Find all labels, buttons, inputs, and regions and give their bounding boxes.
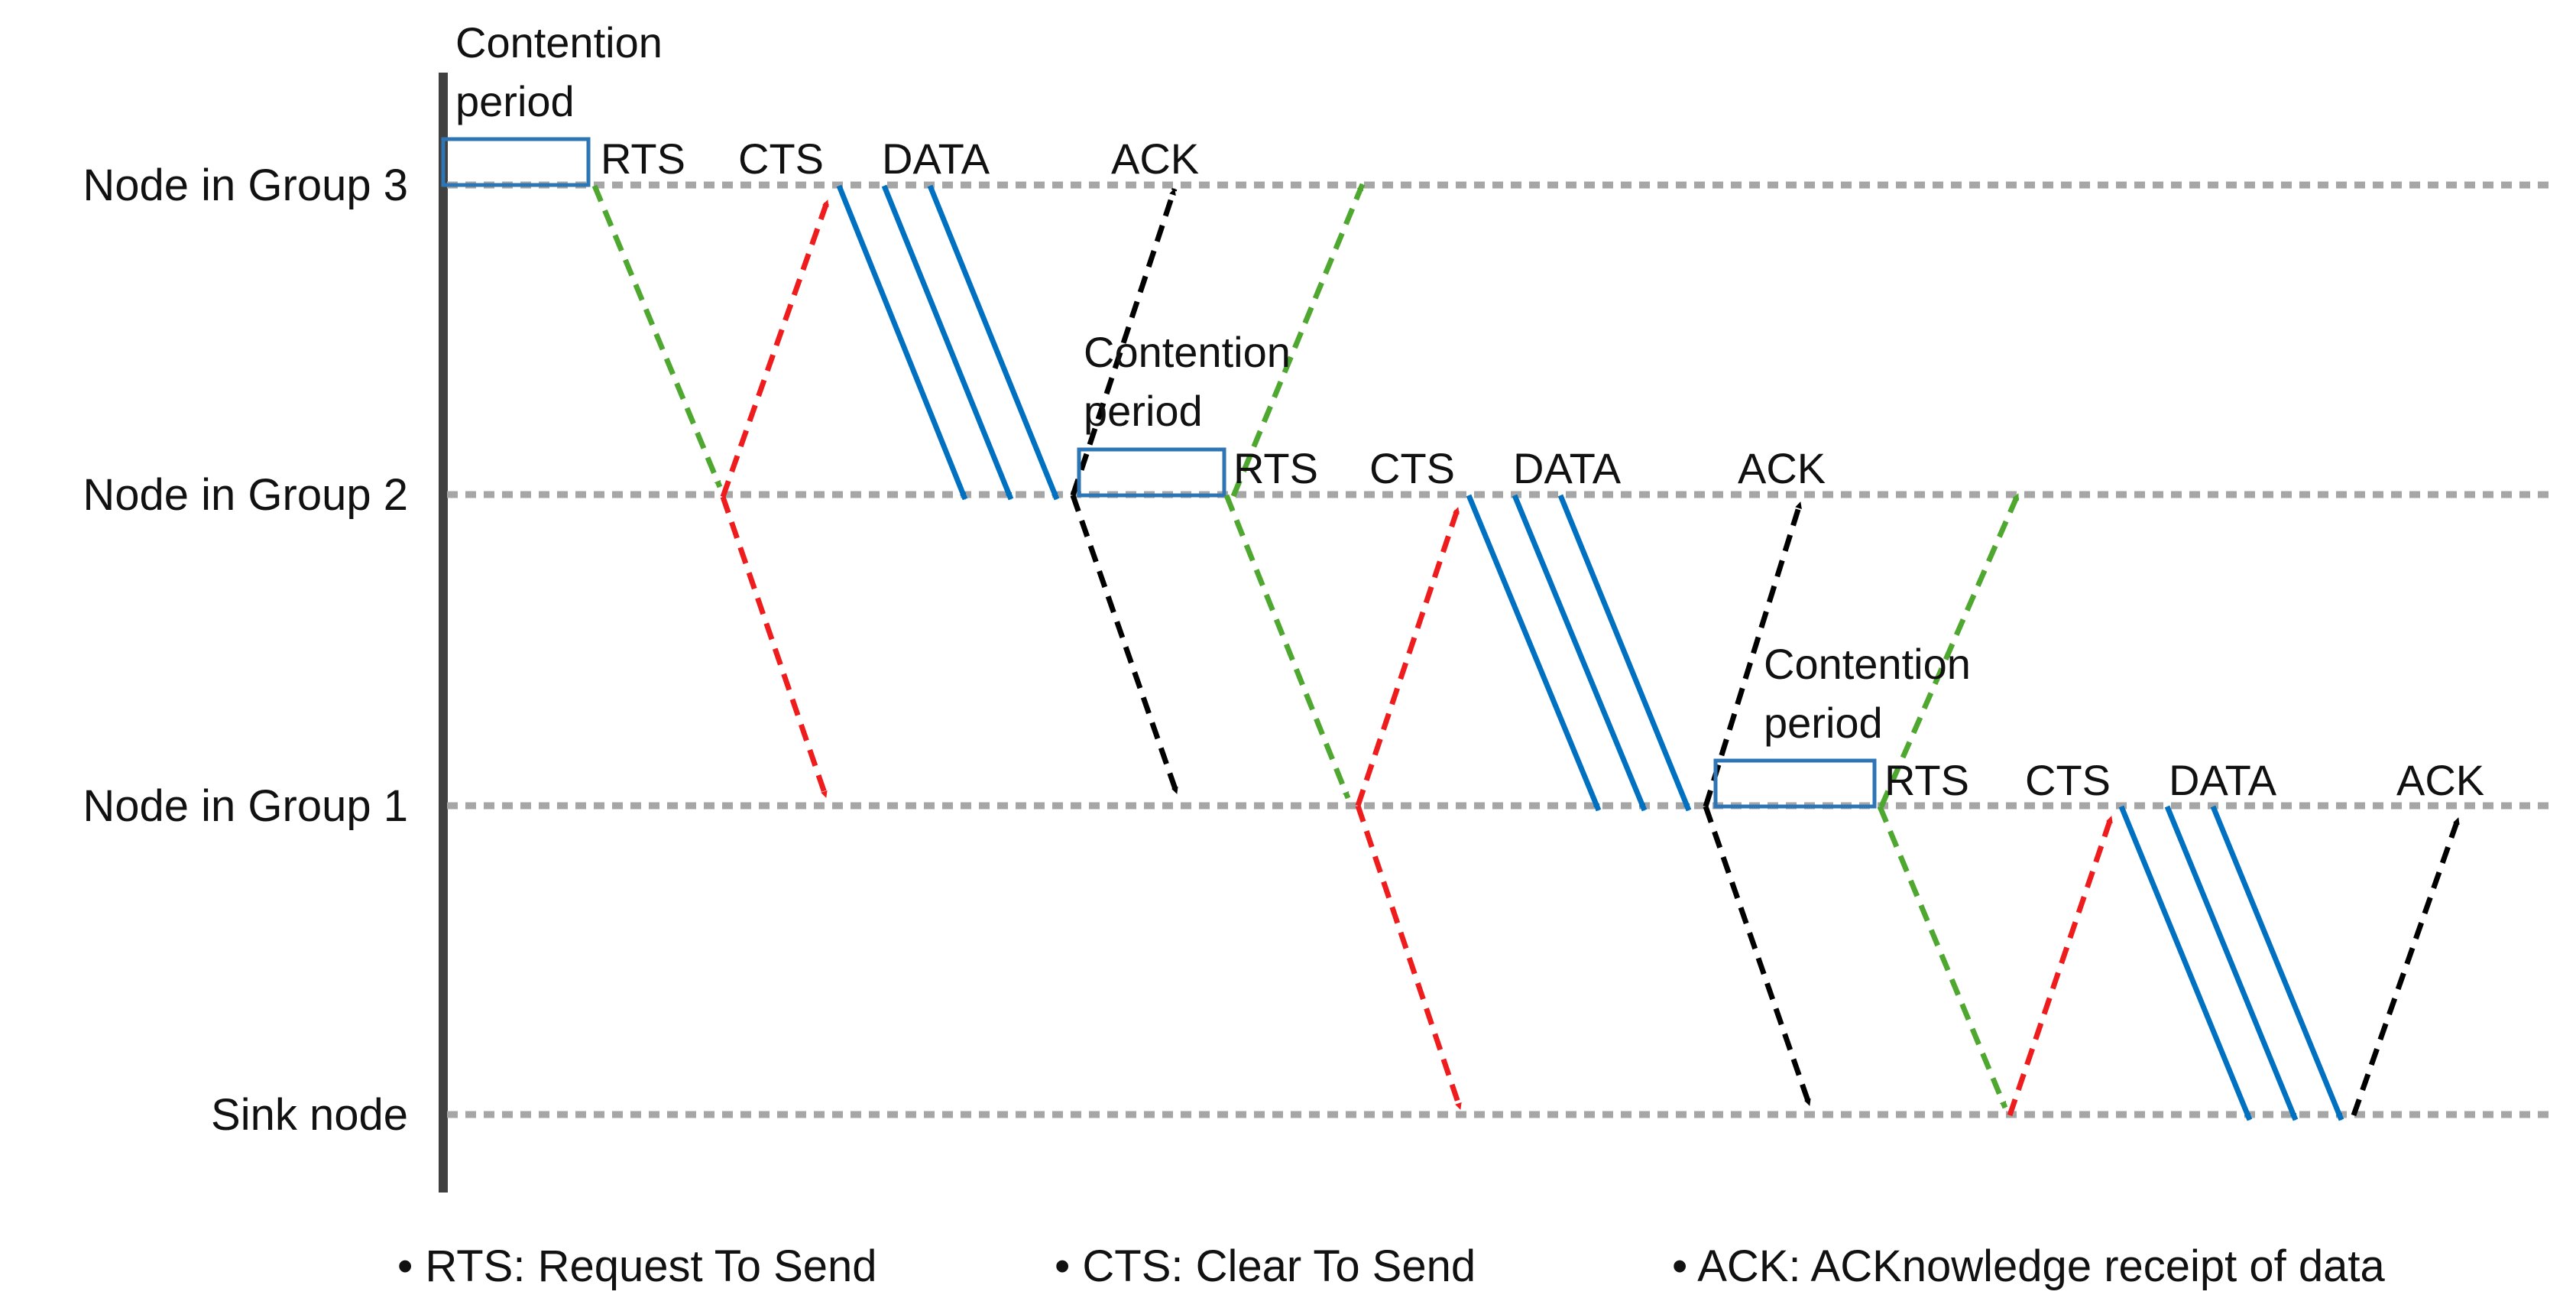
contention-label-line2: period bbox=[1084, 387, 1203, 435]
rts-arrows bbox=[591, 183, 1366, 498]
cts-label: CTS bbox=[2025, 756, 2111, 804]
rts-label: RTS bbox=[1233, 444, 1318, 492]
ack-label: ACK bbox=[1111, 135, 1199, 183]
data-arrow-1 bbox=[2118, 805, 2253, 1121]
ack-label: ACK bbox=[1738, 444, 1826, 492]
stage-2: Contention period RTS CTS DATA ACK bbox=[1077, 328, 2021, 1111]
rts-arrow-down bbox=[1877, 805, 2008, 1109]
node-timelines bbox=[447, 181, 2556, 1118]
data-label: DATA bbox=[2169, 756, 2277, 804]
rts-arrows bbox=[1877, 805, 2008, 1109]
ack-arrow-up bbox=[2351, 816, 2461, 1117]
data-arrow-2 bbox=[1512, 494, 1648, 812]
data-arrow-2 bbox=[881, 184, 1014, 501]
data-arrow-2 bbox=[2164, 805, 2299, 1121]
contention-label-line1: Contention bbox=[1084, 328, 1291, 376]
cts-arrow-down bbox=[720, 495, 829, 799]
stage-3: Contention period RTS CTS DATA ACK bbox=[1713, 640, 2484, 1121]
cts-label: CTS bbox=[1369, 444, 1455, 492]
node-label-group2: Node in Group 2 bbox=[83, 470, 408, 520]
rts-arrow-down bbox=[1223, 494, 1351, 800]
rts-arrow-up bbox=[1230, 183, 1366, 498]
data-label: DATA bbox=[1513, 444, 1622, 492]
rts-arrow-down bbox=[591, 184, 723, 488]
ack-arrow-up bbox=[1070, 187, 1178, 497]
data-arrow-3 bbox=[1557, 494, 1692, 812]
rts-arrows bbox=[1223, 492, 2021, 808]
legend: • RTS: Request To Send • CTS: Clear To S… bbox=[397, 1241, 2386, 1291]
cts-arrow-up bbox=[1355, 506, 1461, 807]
data-label: DATA bbox=[882, 135, 990, 183]
data-arrow-3 bbox=[2210, 805, 2344, 1121]
data-arrows bbox=[2118, 805, 2344, 1121]
ack-arrows bbox=[2351, 816, 2461, 1117]
ack-arrow-down bbox=[1703, 805, 1813, 1107]
rts-label: RTS bbox=[1884, 756, 1969, 804]
node-label-sink: Sink node bbox=[211, 1090, 408, 1140]
contention-period-box bbox=[1077, 447, 1226, 498]
data-arrow-3 bbox=[927, 184, 1060, 501]
legend-cts: • CTS: Clear To Send bbox=[1055, 1241, 1476, 1291]
contention-label-line1: Contention bbox=[455, 18, 663, 67]
contention-label-line1: Contention bbox=[1764, 640, 1971, 688]
cts-arrow-up bbox=[2007, 815, 2114, 1117]
data-arrow-1 bbox=[836, 184, 968, 501]
legend-rts: • RTS: Request To Send bbox=[397, 1241, 877, 1291]
contention-period-box bbox=[441, 137, 591, 187]
cts-arrow-down bbox=[1355, 804, 1463, 1111]
contention-label-line2: period bbox=[1764, 699, 1883, 747]
data-arrow-1 bbox=[1466, 494, 1602, 812]
cts-arrows bbox=[2007, 815, 2114, 1117]
cts-label: CTS bbox=[738, 135, 824, 183]
contention-period-box bbox=[1713, 758, 1877, 809]
ack-arrow-down bbox=[1070, 494, 1180, 795]
ack-label: ACK bbox=[2396, 756, 2484, 804]
contention-label-line2: period bbox=[455, 77, 575, 125]
ack-arrows bbox=[1070, 187, 1180, 795]
rts-label: RTS bbox=[601, 135, 685, 183]
rts-arrow-up bbox=[1878, 492, 2021, 808]
data-arrows bbox=[836, 184, 1060, 501]
cts-arrow-up bbox=[720, 199, 831, 498]
legend-ack: • ACK: ACKnowledge receipt of data bbox=[1672, 1241, 2386, 1291]
data-arrows bbox=[1466, 494, 1692, 812]
cts-arrows bbox=[720, 199, 831, 799]
node-label-group1: Node in Group 1 bbox=[83, 781, 408, 831]
stage-1: Contention period RTS CTS DATA ACK bbox=[441, 18, 1366, 799]
node-label-group3: Node in Group 3 bbox=[83, 161, 408, 210]
